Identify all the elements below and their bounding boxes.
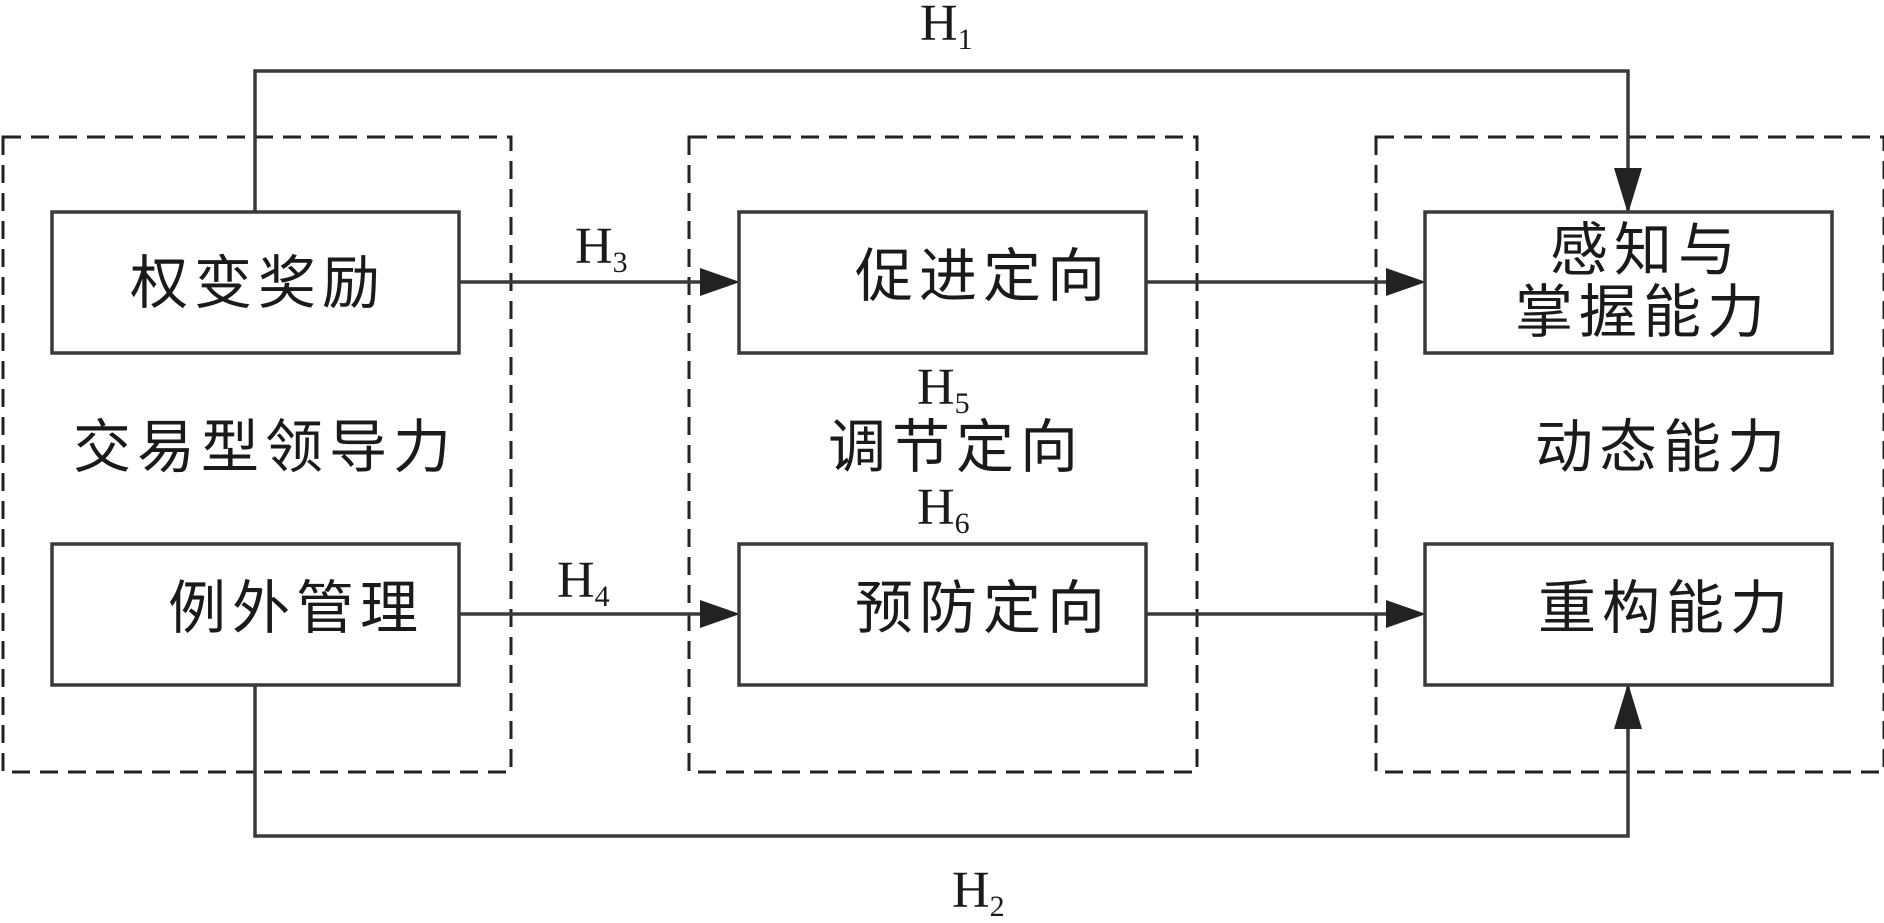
group-regulatory-orientation [687, 135, 1199, 774]
box-promotion-focus [737, 210, 1148, 355]
h4-arrowhead [700, 600, 740, 628]
h2-number: 2 [990, 890, 1005, 923]
label-sensing-capability-line1: 感知与 [1550, 216, 1742, 284]
label-prevention-focus: 预防定向 [855, 574, 1111, 642]
group-transactional-leadership [1, 135, 513, 774]
label-reconfiguring-capability: 重构能力 [1538, 574, 1794, 642]
label-transactional-leadership: 交易型领导力 [73, 413, 457, 481]
box-contingent-reward [50, 210, 461, 355]
box-reconfiguring-capability [1423, 542, 1834, 687]
h5-number: 5 [955, 387, 970, 420]
hypothesis-h3: H3 [575, 218, 628, 279]
label-regulatory-orientation: 调节定向 [828, 413, 1084, 481]
label-contingent-reward: 权变奖励 [130, 249, 386, 317]
prevention-to-reconfiguring-arrowhead [1386, 600, 1426, 628]
h1-number: 1 [958, 23, 973, 56]
box-management-by-exception [50, 542, 461, 687]
h4-letter: H [557, 552, 595, 609]
promotion-to-sensing-arrowhead [1386, 268, 1426, 296]
h3-arrowhead [700, 268, 740, 296]
h1-arrowhead [1614, 168, 1642, 214]
h5-letter: H [917, 359, 955, 416]
h4-number: 4 [595, 580, 610, 613]
h3-letter: H [575, 218, 613, 275]
hypothesis-h1: H1 [920, 0, 973, 56]
hypothesis-h6: H6 [917, 479, 970, 540]
box-sensing-capability [1423, 210, 1834, 355]
h2-letter: H [952, 862, 990, 919]
h6-letter: H [917, 479, 955, 536]
h2-path [253, 685, 1630, 838]
hypothesis-h4: H4 [557, 552, 610, 613]
h3-number: 3 [613, 246, 628, 279]
h2-arrowhead [1614, 683, 1642, 729]
label-sensing-capability-line2: 掌握能力 [1515, 278, 1771, 346]
group-dynamic-capabilities [1374, 135, 1884, 774]
h6-number: 6 [955, 507, 970, 540]
box-prevention-focus [737, 542, 1148, 687]
label-dynamic-capabilities: 动态能力 [1535, 413, 1791, 481]
h1-letter: H [920, 0, 958, 52]
label-promotion-focus: 促进定向 [855, 242, 1111, 310]
hypothesis-h2: H2 [952, 862, 1005, 923]
label-management-by-exception: 例外管理 [168, 574, 424, 642]
h1-path [253, 69, 1630, 212]
hypothesis-h5: H5 [917, 359, 970, 420]
